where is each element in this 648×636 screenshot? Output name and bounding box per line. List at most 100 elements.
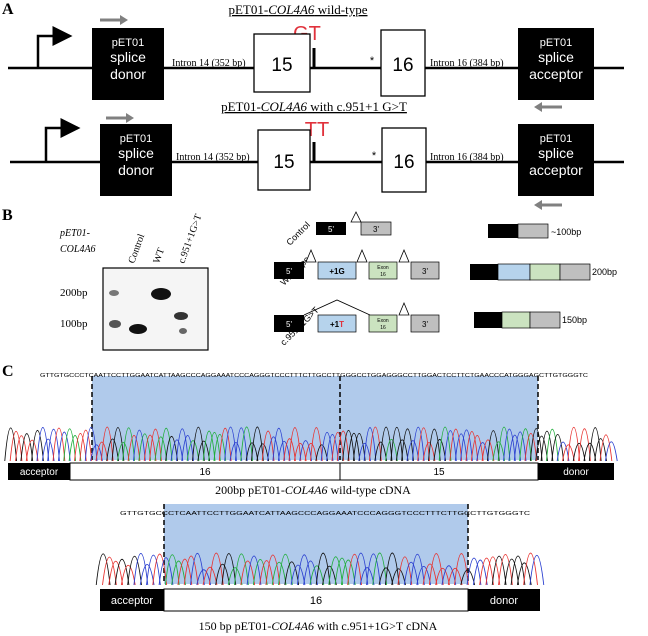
mut-intron16-label: Intron 16 (384 bp): [430, 152, 504, 163]
trace2-peak: [498, 553, 513, 586]
control-exon5: [316, 222, 346, 235]
trace1-peak: [31, 429, 44, 462]
trace1-peak: [68, 435, 82, 462]
trace2-peak: [164, 554, 180, 586]
trace1-peak: [374, 441, 388, 462]
mut-product-green: [501, 311, 531, 329]
wt-star: *: [370, 55, 375, 67]
mut-product-black: [474, 312, 502, 328]
trace2-peak: [221, 553, 237, 586]
trace1-peak: [470, 435, 484, 462]
trace2-peak: [234, 553, 249, 586]
trace2-peak: [102, 556, 117, 586]
wt-splice-exon16: [368, 261, 398, 280]
trace2-peak: [152, 553, 168, 586]
control-product-gray: [517, 223, 549, 239]
trace2-peak: [384, 552, 400, 586]
trace2-highlight: [164, 504, 468, 584]
trace2-peak: [183, 555, 199, 586]
trace1-peak: [159, 427, 173, 462]
trace2-bar-acceptor-label: acceptor: [111, 595, 154, 607]
trace2-peak: [271, 562, 287, 586]
trace1-peak: [63, 428, 77, 462]
trace1-peak: [283, 438, 296, 462]
trace2-peak: [523, 552, 538, 586]
trace1-peak: [143, 434, 157, 462]
trace1-bar-donor-label: donor: [563, 467, 589, 478]
control-exon3-label: 3': [373, 225, 379, 234]
trace1-peak: [197, 440, 211, 462]
trace1-peak: [293, 442, 307, 462]
trace1-peak: [508, 434, 522, 462]
gel-title-line2: COL4A6: [60, 244, 96, 255]
gel-band-control: [129, 324, 147, 334]
wt-acceptor-line3: acceptor: [529, 66, 583, 82]
mut-intron14-label: Intron 14 (352 bp): [176, 152, 250, 163]
panel-c-label: C: [2, 363, 14, 380]
trace2-peak: [428, 553, 444, 586]
trace1-peak: [251, 426, 264, 462]
trace2-peak: [202, 566, 218, 586]
trace1-peak: [218, 427, 232, 462]
wt-acceptor-line1: pET01: [540, 37, 572, 49]
mut-acceptor-box: [518, 124, 594, 196]
trace2-peak: [479, 557, 494, 586]
mut-splice-exon16: [368, 314, 398, 333]
trace2-peak: [510, 555, 526, 586]
trace1-bar-acceptor: [8, 463, 70, 480]
gel-title-line1: pET01-: [59, 228, 90, 239]
trace2-peak: [485, 556, 501, 586]
trace1-peak: [417, 427, 430, 462]
control-splice-triangle: [350, 211, 362, 223]
mut-splice-site-label: TT: [305, 119, 329, 141]
mut-donor-line3: donor: [118, 162, 154, 178]
trace1-peak: [519, 428, 532, 462]
trace2-peak: [454, 553, 469, 586]
trace2-peak: [158, 557, 174, 586]
gel-band-mutant-faint: [179, 328, 187, 334]
trace1-base-calls: GTTGTGCCCTCAATTCCTTGGAATCATTAAGCCCAGGAAA…: [40, 373, 588, 379]
trace1-peak: [567, 426, 581, 462]
trace1-peak: [395, 439, 409, 462]
row-label-control: Control: [284, 220, 312, 248]
trace2-peak: [227, 567, 243, 586]
trace1-peak: [127, 435, 141, 462]
gel-lane-control: Control: [126, 232, 147, 265]
wt-splice-exon15: [317, 261, 357, 280]
trace2-peak: [127, 555, 142, 586]
trace2-peak: [472, 559, 488, 586]
trace1-peak: [385, 438, 398, 462]
wt-product-size: 200bp: [592, 267, 617, 277]
mut-product-gray: [529, 311, 561, 329]
trace2-peak: [359, 567, 375, 586]
mut-star: *: [372, 150, 377, 162]
trace1-peak: [594, 438, 607, 462]
mut-donor-line1: pET01: [120, 133, 152, 145]
trace1-peak: [310, 427, 323, 462]
trace1-peak: [422, 442, 436, 462]
trace1-peak: [331, 432, 345, 462]
trace1-peak: [379, 426, 393, 462]
trace1-peak: [401, 428, 414, 462]
trace2-peak: [447, 567, 463, 586]
trace1-peak: [540, 430, 554, 462]
trace2-peak: [278, 553, 293, 586]
trace1-peak: [535, 435, 548, 462]
mut-splice-exon5: [274, 315, 304, 332]
wt-donor-line1: pET01: [112, 37, 144, 49]
trace1-peak: [444, 430, 457, 462]
trace2-peak: [460, 569, 476, 586]
trace1-peak: [9, 430, 23, 462]
trace1-peak: [497, 426, 511, 462]
wt-splice-plus1g: +1G: [329, 267, 344, 276]
panel-a-label: A: [2, 1, 14, 18]
gel-marker-100bp: 100bp: [60, 318, 88, 330]
trace1-peak: [438, 426, 452, 462]
control-product-size: ~100bp: [551, 227, 581, 237]
trace1-peak: [175, 428, 189, 462]
trace2-peak: [252, 559, 268, 586]
trace1-peak: [240, 426, 253, 462]
wt-forward-primer-head: [120, 15, 128, 25]
wt-exon16-label: 16: [392, 55, 413, 76]
trace1-peak: [74, 433, 87, 462]
